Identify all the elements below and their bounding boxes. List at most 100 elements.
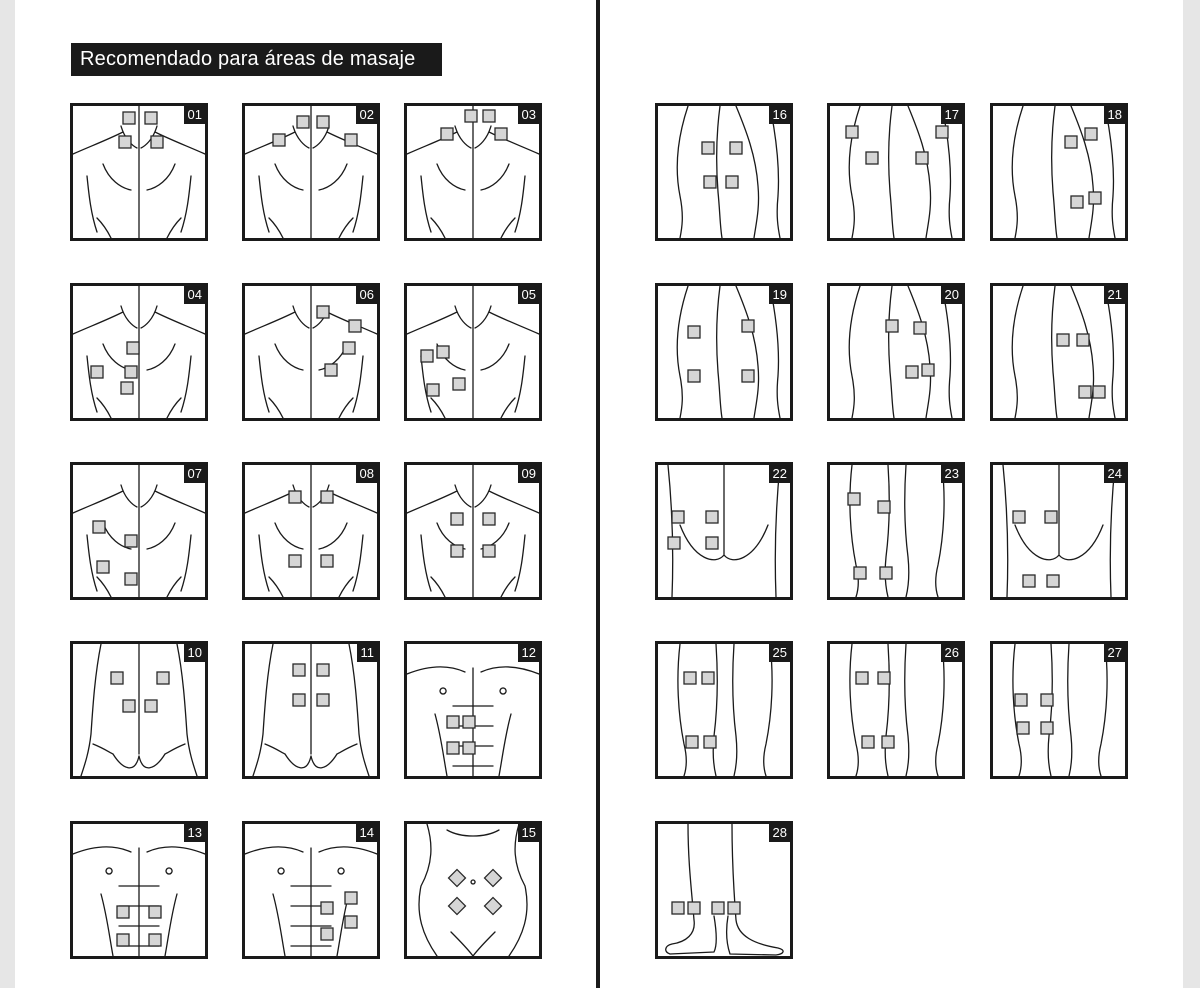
electrode-pad [122, 699, 136, 713]
electrode-pad [685, 735, 699, 749]
diagram-tile-09: 09 [404, 462, 542, 600]
tile-number: 06 [355, 286, 377, 304]
body-illustration [245, 286, 377, 418]
electrode-pad [96, 560, 110, 574]
electrode-pad [847, 492, 861, 506]
electrode-pad [440, 127, 454, 141]
electrode-pad [683, 671, 697, 685]
electrode-pad [1012, 510, 1026, 524]
tile-number: 03 [517, 106, 539, 124]
diagram-tile-06: 06 [242, 283, 380, 421]
electrode-pad [1040, 693, 1054, 707]
section-title: Recomendado para áreas de masaje [71, 43, 442, 76]
tile-number: 04 [183, 286, 205, 304]
electrode-pad [126, 341, 140, 355]
electrode-pad [148, 905, 162, 919]
electrode-pad [150, 135, 164, 149]
electrode-pad [1076, 333, 1090, 347]
electrode-pad [667, 536, 681, 550]
electrode-pad [272, 133, 286, 147]
electrode-pad [124, 365, 138, 379]
electrode-pad [1046, 574, 1060, 588]
tile-number: 10 [183, 644, 205, 662]
electrode-pad [320, 901, 334, 915]
body-illustration [245, 846, 377, 956]
electrode-pad [462, 715, 476, 729]
diagram-tile-16: 16 [655, 103, 793, 241]
electrode-pad [1084, 127, 1098, 141]
electrode-pad [344, 915, 358, 929]
tile-number: 11 [356, 644, 377, 662]
diagram-tile-20: 20 [827, 283, 965, 421]
electrode-pad [865, 151, 879, 165]
electrode-pad [1092, 385, 1106, 399]
electrode-pad [727, 901, 741, 915]
electrode-pad [447, 896, 467, 916]
electrode-pad [861, 735, 875, 749]
tile-number: 12 [517, 644, 539, 662]
body-illustration [252, 644, 370, 776]
electrode-pad [342, 341, 356, 355]
diagram-tile-02: 02 [242, 103, 380, 241]
electrode-pad [316, 693, 330, 707]
diagram-tile-28: 28 [655, 821, 793, 959]
electrode-pad [1014, 693, 1028, 707]
electrode-pad [124, 534, 138, 548]
tile-number: 08 [355, 465, 377, 483]
diagram-tile-15: 15 [404, 821, 542, 959]
electrode-pad [1064, 135, 1078, 149]
electrode-pad [877, 671, 891, 685]
electrode-pad [1040, 721, 1054, 735]
electrode-pad [420, 349, 434, 363]
electrode-pad [703, 735, 717, 749]
page-divider [596, 0, 600, 988]
electrode-pad [705, 510, 719, 524]
tile-number: 26 [940, 644, 962, 662]
diagram-tile-27: 27 [990, 641, 1128, 779]
electrode-pad [292, 693, 306, 707]
tile-number: 20 [940, 286, 962, 304]
electrode-pad [450, 544, 464, 558]
diagram-tile-03: 03 [404, 103, 542, 241]
electrode-pad [436, 345, 450, 359]
diagram-tile-11: 11 [242, 641, 380, 779]
electrode-pad [124, 572, 138, 586]
tile-number: 15 [517, 824, 539, 842]
tile-number: 16 [768, 106, 790, 124]
electrode-pad [915, 151, 929, 165]
electrode-pad [450, 512, 464, 526]
electrode-pad [701, 141, 715, 155]
electrode-pad [1056, 333, 1070, 347]
electrode-pad [913, 321, 927, 335]
electrode-pad [348, 319, 362, 333]
body-illustration [407, 286, 539, 418]
electrode-pad [877, 500, 891, 514]
diagram-tile-24: 24 [990, 462, 1128, 600]
body-illustration [80, 644, 198, 776]
electrode-pad [324, 363, 338, 377]
tile-number: 01 [183, 106, 205, 124]
electrode-pad [935, 125, 949, 139]
electrode-pad [462, 741, 476, 755]
diagram-tile-14: 14 [242, 821, 380, 959]
electrode-pad [701, 671, 715, 685]
electrode-pad [344, 891, 358, 905]
body-illustration [667, 465, 781, 597]
tile-number: 25 [768, 644, 790, 662]
electrode-pad [288, 554, 302, 568]
electrode-pad [853, 566, 867, 580]
diagram-tile-23: 23 [827, 462, 965, 600]
body-illustration [845, 106, 953, 238]
diagram-tile-26: 26 [827, 641, 965, 779]
electrode-pad [671, 901, 685, 915]
body-illustration [73, 846, 205, 956]
electrode-pad [483, 868, 503, 888]
body-illustration [848, 286, 953, 418]
electrode-pad [110, 671, 124, 685]
electrode-pad [288, 490, 302, 504]
body-illustration [1012, 644, 1108, 776]
tile-number: 17 [940, 106, 962, 124]
electrode-pad [671, 510, 685, 524]
diagram-tile-19: 19 [655, 283, 793, 421]
body-illustration [676, 286, 781, 418]
